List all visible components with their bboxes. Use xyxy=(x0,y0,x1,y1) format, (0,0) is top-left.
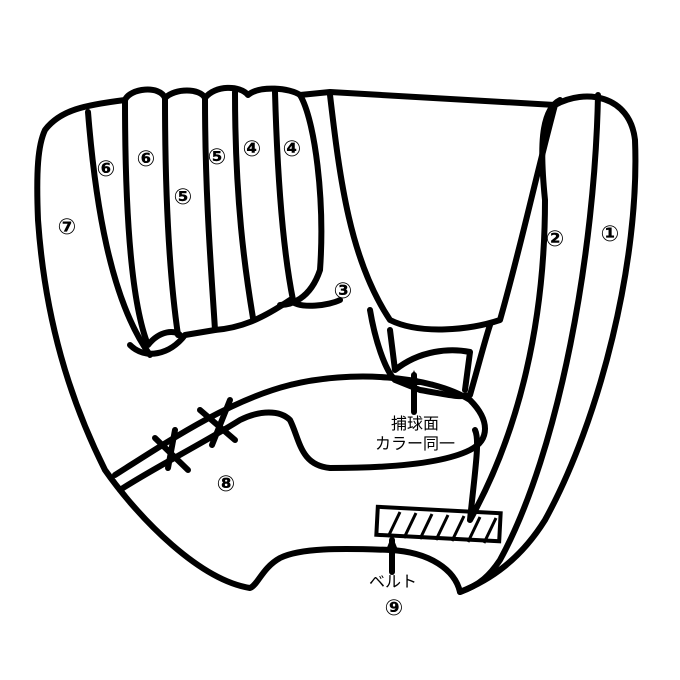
part-label-6a: ⑥ xyxy=(136,147,156,172)
part-label-6b: ⑥ xyxy=(96,157,116,182)
part-label-5a: ⑤ xyxy=(207,145,227,170)
part-label-8: ⑧ xyxy=(216,472,236,497)
part-label-4a: ④ xyxy=(282,137,302,162)
finger-seam xyxy=(272,89,296,303)
catch-face-note-line1: 捕球面 xyxy=(390,414,440,433)
part-label-9: ⑨ xyxy=(384,596,404,621)
thumb-seam xyxy=(457,92,601,595)
arrowhead xyxy=(408,370,420,385)
part-label-7: ⑦ xyxy=(57,215,77,240)
part-label-5b: ⑤ xyxy=(173,185,193,210)
web-lower xyxy=(367,307,493,400)
heel-pad xyxy=(112,373,488,493)
stitch xyxy=(152,397,238,473)
web-pocket xyxy=(327,92,558,333)
thumb-inner xyxy=(467,97,563,523)
arrowhead xyxy=(386,535,398,550)
catch-face-note-line2: カラー同一 xyxy=(374,434,456,453)
part-label-4b: ④ xyxy=(242,137,262,162)
part-label-1: ① xyxy=(600,222,620,247)
finger-seam xyxy=(202,95,218,333)
finger-seam xyxy=(162,95,181,338)
finger-seam xyxy=(232,89,256,321)
web-inner xyxy=(387,327,473,393)
finger-seam xyxy=(85,109,153,358)
palm-edge xyxy=(127,297,343,357)
part-label-2: ② xyxy=(545,227,565,252)
belt-label: ベルト xyxy=(368,572,418,591)
finger-seam xyxy=(122,97,183,348)
part-label-3: ③ xyxy=(333,279,353,304)
belt-hatch xyxy=(374,504,503,544)
